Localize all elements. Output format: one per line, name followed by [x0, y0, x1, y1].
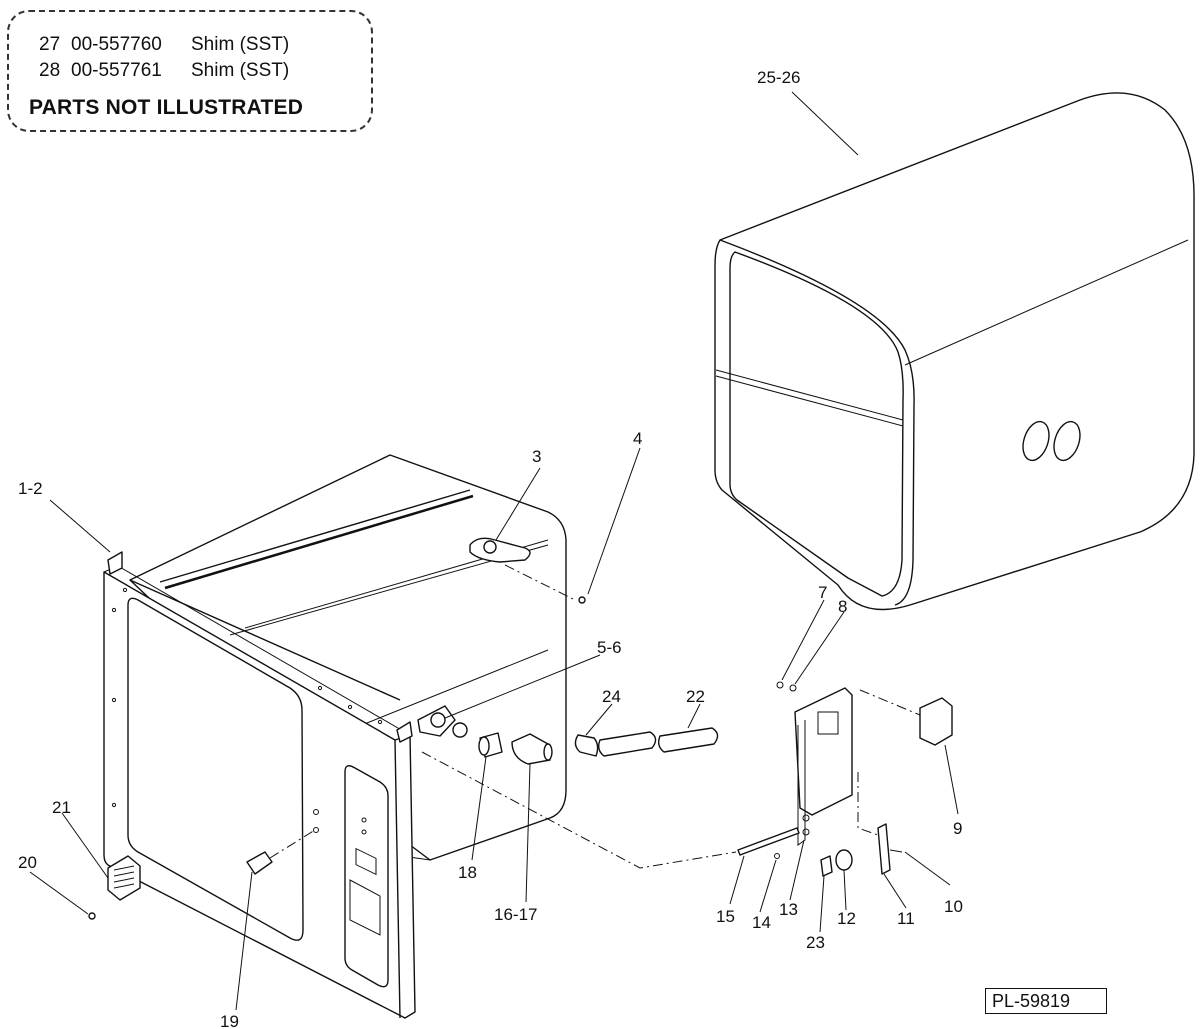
- callout-12: 12: [837, 909, 856, 928]
- callout-11: 11: [897, 909, 915, 928]
- leader-lines: [29, 91, 959, 1011]
- callout-10: 10: [944, 897, 963, 916]
- callout-8: 8: [838, 597, 847, 616]
- legend-description: Shim (SST): [191, 34, 290, 55]
- callout-13: 13: [779, 900, 798, 919]
- callout-labels: 25-26 1-2 3 4 5-6 24 22 7 8 9 10 11 12 1…: [18, 68, 963, 1029]
- callout-20: 20: [18, 853, 37, 872]
- callout-22: 22: [686, 687, 705, 706]
- legend-title: PARTS NOT ILLUSTRATED: [29, 96, 304, 119]
- callout-7: 7: [818, 583, 827, 602]
- callout-5-6: 5-6: [597, 638, 622, 657]
- legend-row: 28 00-557761 Shim (SST): [39, 60, 289, 82]
- callout-15: 15: [716, 907, 735, 926]
- callout-9: 9: [953, 819, 962, 838]
- callout-16-17: 16-17: [494, 905, 537, 924]
- front-frame-panel: [103, 551, 416, 1019]
- callout-4: 4: [633, 429, 642, 448]
- callout-14: 14: [752, 913, 771, 932]
- plate-id-label: PL-59819: [985, 988, 1107, 1014]
- callout-3: 3: [532, 447, 541, 466]
- callout-18: 18: [458, 863, 477, 882]
- assembly-lines: [269, 564, 921, 869]
- callout-19: 19: [220, 1012, 239, 1029]
- legend-description: Shim (SST): [191, 60, 290, 81]
- callout-24: 24: [602, 687, 621, 706]
- legend-part-number: 00-557761: [71, 60, 162, 81]
- callout-1-2: 1-2: [18, 479, 43, 498]
- legend-item-number: 27: [39, 34, 61, 55]
- legend-part-number: 00-557760: [71, 34, 162, 55]
- parts-hardware: [88, 537, 953, 920]
- callout-25-26: 25-26: [757, 68, 800, 87]
- legend-row: 27 00-557760 Shim (SST): [39, 34, 289, 56]
- outer-wrapper-shell: [714, 92, 1195, 611]
- callout-21: 21: [52, 798, 71, 817]
- callout-23: 23: [806, 933, 825, 952]
- legend-item-number: 28: [39, 60, 61, 81]
